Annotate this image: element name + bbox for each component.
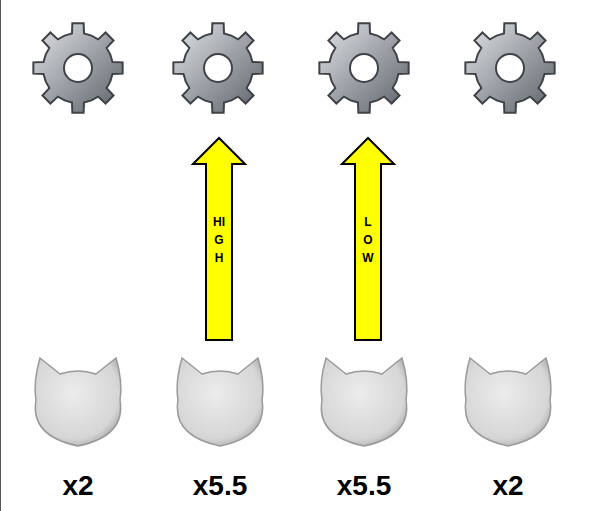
- multiplier-label: x5.5: [309, 470, 419, 502]
- multiplier-label: x2: [23, 470, 133, 502]
- cat-head: x5.5: [309, 352, 419, 502]
- arrow-shape: HIGH: [191, 136, 247, 342]
- cat-head: x5.5: [165, 352, 275, 502]
- cat-head: x2: [23, 352, 133, 502]
- cat-head-outline: [23, 352, 133, 452]
- cat-head: x2: [453, 352, 563, 502]
- multiplier-label: x5.5: [165, 470, 275, 502]
- cat-head-outline: [165, 352, 275, 452]
- multiplier-label: x2: [453, 470, 563, 502]
- gear-icon: [465, 23, 554, 112]
- cat-head-outline: [453, 352, 563, 452]
- arrow-shape: LOW: [340, 136, 396, 342]
- frame-line: [0, 0, 1, 511]
- arrow-label: HIGH: [213, 213, 225, 267]
- gear-icon: [319, 23, 408, 112]
- arrow-label: LOW: [362, 213, 374, 267]
- gear-icon: [173, 23, 262, 112]
- gear-icon: [33, 23, 122, 112]
- cat-head-outline: [309, 352, 419, 452]
